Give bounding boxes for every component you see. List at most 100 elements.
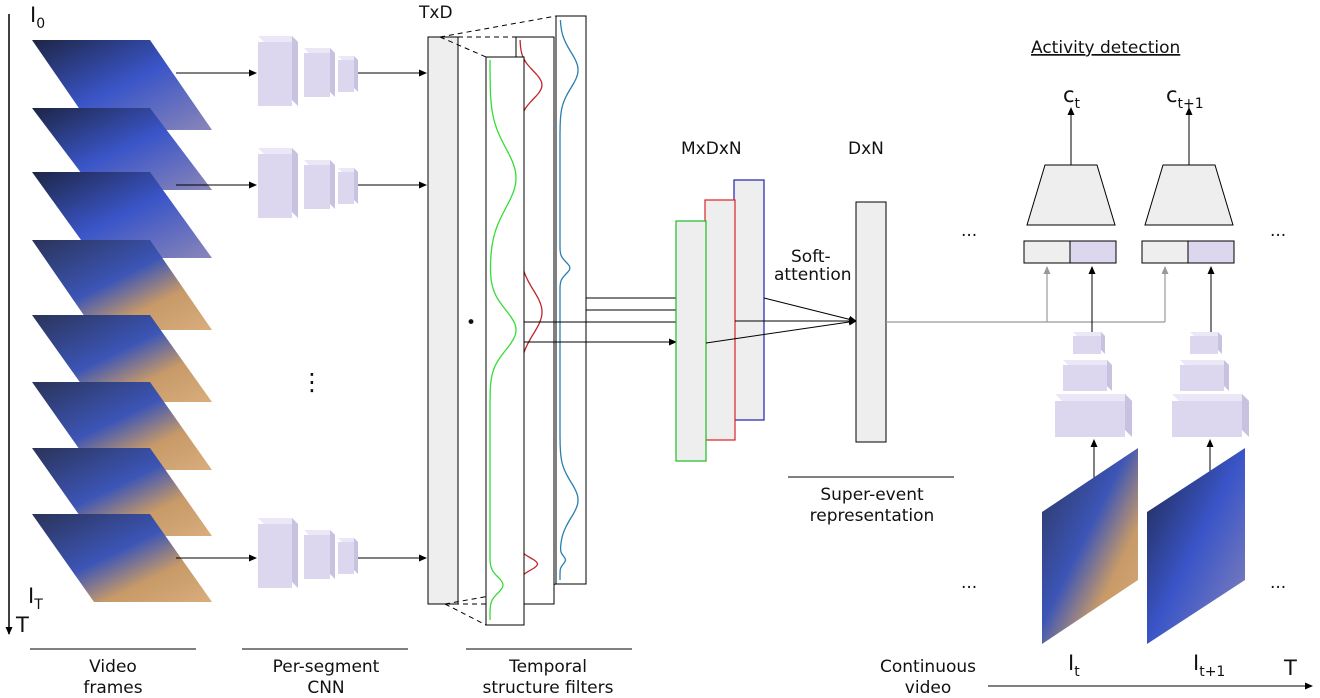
video-frame (32, 108, 212, 190)
video-frame (32, 514, 212, 602)
video-frame (32, 315, 212, 402)
cnn-block (258, 36, 298, 42)
cnn-block (1073, 332, 1105, 336)
ellipsis-left-bottom: ... (961, 573, 977, 593)
video-frame (32, 448, 212, 536)
super-event-distribution (886, 266, 1169, 323)
cnn-block (1172, 394, 1249, 401)
continuous-time-axis: T (988, 656, 1313, 690)
cnn-block (1125, 394, 1132, 437)
detector-left: ct (1023, 83, 1117, 334)
cnn-block (258, 518, 298, 524)
cnn-block (330, 48, 335, 97)
cnn-block (258, 42, 292, 106)
cnn-block (292, 518, 298, 588)
txd-label: TxD (418, 3, 453, 23)
cnn-block (354, 56, 358, 92)
cnn-block (304, 165, 330, 209)
input-label-t1: It+1 (1193, 651, 1225, 680)
filter-curve-blue (559, 19, 579, 580)
dxn-label: DxN (848, 139, 884, 159)
cnn-block (354, 168, 358, 204)
attention-arrows (705, 297, 857, 344)
vertical-ellipsis: ⋮ (300, 368, 324, 396)
cnn-block (1190, 332, 1222, 336)
dxn-super-event: DxN (848, 139, 887, 443)
video-frame (32, 382, 212, 470)
temporal-structure-filters (485, 15, 587, 626)
continuous-video-frames (1042, 448, 1245, 644)
filter-curve-green (489, 60, 517, 620)
cnn-block (258, 154, 292, 218)
output-label-t: ct (1063, 83, 1081, 112)
cnn-block (1055, 401, 1125, 437)
cnn-block (338, 56, 358, 60)
cnn-block (304, 160, 335, 165)
cnn-block (1063, 360, 1112, 365)
cnn-to-tensor-arrows (358, 69, 427, 562)
cnn-block (338, 538, 358, 542)
cnn-block (338, 172, 354, 204)
video-frame (32, 240, 212, 330)
video-frame (32, 40, 212, 130)
cnn-block (304, 48, 335, 53)
cnn-block (1073, 336, 1101, 354)
mxdxn-stack: MxDxN (675, 139, 765, 462)
cnn-block (338, 168, 358, 172)
cnn-block (338, 542, 354, 574)
cnn-block (292, 148, 298, 218)
cnn-block (304, 53, 330, 97)
cnn-block (1101, 332, 1105, 354)
frame-end-label: IT (28, 584, 43, 613)
cnn-block (1180, 365, 1224, 391)
per-segment-cnn (258, 36, 358, 588)
video-frame (32, 172, 212, 258)
cnn-block (354, 538, 358, 574)
ellipsis-right-bottom: ... (1270, 573, 1286, 593)
soft-attention-label: Soft-attention (774, 247, 852, 285)
cnn-block (292, 36, 298, 106)
video-frame-t1 (1147, 448, 1245, 644)
cnn-block (1172, 401, 1242, 437)
cnn-block (1218, 332, 1222, 354)
dot-product-symbol: • (466, 313, 476, 333)
cnn-block (1055, 394, 1132, 401)
detector-right: ct+1 (1141, 83, 1235, 334)
video-frames-stack (32, 40, 212, 602)
ellipsis-left-top: ... (961, 221, 977, 241)
frame-to-cnn-arrows (176, 69, 257, 562)
cnn-block (1224, 360, 1229, 391)
output-label-t1: ct+1 (1166, 83, 1204, 112)
cnn-block (1180, 360, 1229, 365)
input-label-t: It (1068, 651, 1080, 680)
cnn-block (338, 60, 354, 92)
txd-tensor: TxD • (418, 3, 557, 626)
cnn-block (330, 160, 335, 209)
video-frame-t (1042, 448, 1138, 644)
cnn-block (330, 530, 335, 579)
mxdxn-label: MxDxN (681, 139, 742, 159)
cnn-block (1242, 394, 1249, 437)
ellipsis-right-top: ... (1270, 221, 1286, 241)
filter-to-stack-lines (524, 297, 677, 346)
frames-time-axis: I0 IT T (5, 3, 45, 637)
cnn-block (304, 535, 330, 579)
frame-start-label: I0 (30, 3, 45, 32)
continuous-cnn (1055, 332, 1249, 437)
frames-time-label: T (15, 613, 29, 637)
cnn-block (304, 530, 335, 535)
cnn-block (1107, 360, 1112, 391)
cnn-block (258, 148, 298, 154)
continuous-time-label: T (1283, 656, 1297, 680)
cnn-block (1063, 365, 1107, 391)
cnn-block (258, 524, 292, 588)
activity-detection-title: Activity detection (1031, 38, 1180, 58)
cnn-block (1190, 336, 1218, 354)
